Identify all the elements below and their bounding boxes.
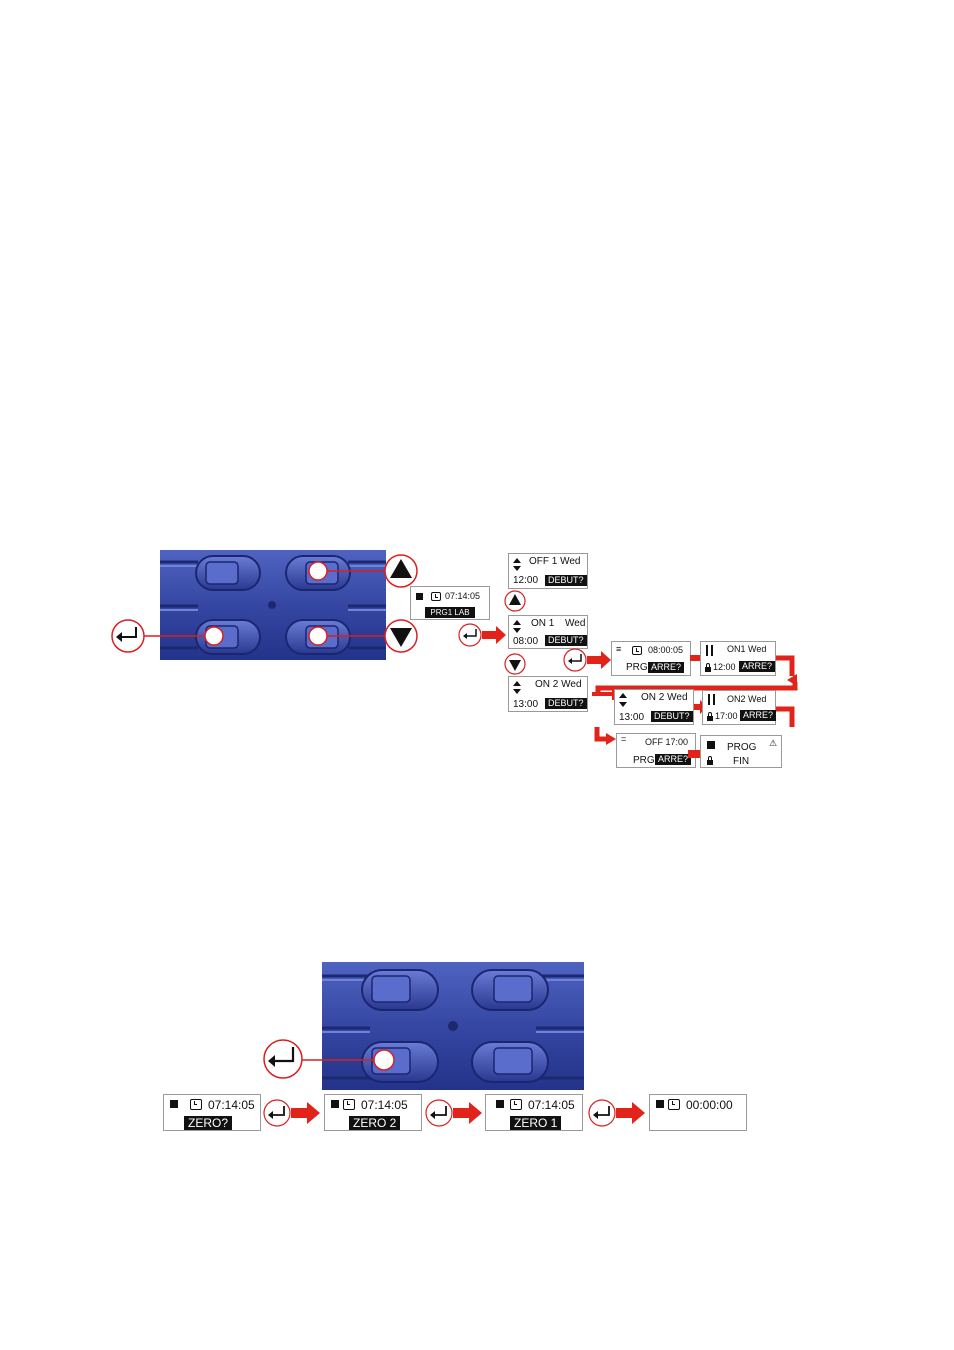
on2-title: ON 2 Wed xyxy=(535,679,582,690)
clock-icon xyxy=(190,1099,202,1110)
enter-arrow-2 xyxy=(563,648,611,672)
on2-time: 13:00 xyxy=(513,699,539,710)
zero-time-1: 07:14:05 xyxy=(208,1098,255,1112)
enter-arrow-zero-2 xyxy=(425,1099,482,1127)
on2-action: DEBUT? xyxy=(545,698,587,709)
on2-debut-time: 13:00 xyxy=(619,712,645,723)
on1-detail-time: 12:00 xyxy=(713,662,736,672)
off-prg-action: ARRE? xyxy=(655,754,692,765)
clock-icon xyxy=(632,646,642,655)
on2-detail-screen: ON2 Wed 17:00 ARRE? xyxy=(702,690,777,725)
off1-screen: OFF 1 Wed 12:00 DEBUT? xyxy=(508,553,588,589)
on2-debut-action: DEBUT? xyxy=(651,711,693,722)
off-prg-title: OFF 17:00 xyxy=(645,737,689,747)
up-button-icon[interactable] xyxy=(504,590,526,612)
lock-icon xyxy=(705,663,711,672)
prg-on-screen: ≡ 08:00:05 PRG ARRE? xyxy=(611,641,691,676)
zero-time-2: 07:14:05 xyxy=(361,1098,408,1112)
clock-icon xyxy=(510,1099,522,1110)
fin-line2: FIN xyxy=(733,756,750,767)
callouts-top xyxy=(144,561,388,646)
fin-screen: PROG ⚠ FIN xyxy=(700,735,782,768)
on2-detail-title: ON2 Wed xyxy=(727,694,767,704)
enter-arrow-zero-1 xyxy=(263,1099,320,1127)
main-time: 07:14:05 xyxy=(445,591,481,601)
down-button-icon[interactable] xyxy=(504,653,526,675)
zero-screen-4: 00:00:00 xyxy=(649,1094,747,1131)
on1-screen: ON 1 Wed 08:00 DEBUT? xyxy=(508,615,588,649)
on2-screen: ON 2 Wed 13:00 DEBUT? xyxy=(508,676,588,712)
down-button-icon[interactable] xyxy=(383,618,419,654)
off-prg-screen: = OFF 17:00 PRG ARRE? xyxy=(616,733,696,768)
on1-action: DEBUT? xyxy=(545,635,587,646)
stop-indicator xyxy=(416,593,423,600)
zero-label-3: ZERO 1 xyxy=(510,1116,562,1130)
on2-detail-action: ARRE? xyxy=(740,710,777,721)
enter-arrow-1 xyxy=(458,623,506,647)
off1-title: OFF 1 Wed xyxy=(529,556,581,567)
main-label: PRG1 LAB xyxy=(425,607,475,618)
on1-time: 08:00 xyxy=(513,636,539,647)
flow-arrow-return xyxy=(594,727,616,745)
flow-arrow-bent xyxy=(776,706,795,727)
up-button-icon[interactable] xyxy=(383,553,419,589)
main-screen: 07:14:05 PRG1 LAB xyxy=(410,586,490,620)
device-panel-bottom xyxy=(322,962,584,1090)
off1-time: 12:00 xyxy=(513,575,539,586)
on1-detail-action: ARRE? xyxy=(739,661,776,672)
zero-time-4: 00:00:00 xyxy=(686,1098,733,1112)
off-prg-label: PRG xyxy=(633,755,655,766)
on1-title: ON 1 xyxy=(531,618,555,629)
prg-on-label: PRG xyxy=(626,662,648,673)
fin-line1: PROG xyxy=(727,742,757,753)
lock-icon xyxy=(707,712,713,721)
bell-icon: ⚠ xyxy=(769,738,778,748)
on1-day: Wed xyxy=(565,618,586,629)
zero-label-1: ZERO? xyxy=(184,1116,233,1130)
zero-time-3: 07:14:05 xyxy=(528,1098,575,1112)
prg-on-time: 08:00:05 xyxy=(648,645,684,655)
zero-screen-2: 07:14:05 ZERO 2 xyxy=(324,1094,422,1131)
prg-on-action: ARRE? xyxy=(648,662,685,673)
flow-arrow-return xyxy=(592,682,798,700)
clock-icon xyxy=(668,1099,680,1110)
callout-enter-bottom xyxy=(263,1039,395,1079)
off1-action: DEBUT? xyxy=(545,575,587,586)
on1-detail-screen: ON1 Wed 12:00 ARRE? xyxy=(700,641,776,676)
on1-detail-title: ON1 Wed xyxy=(727,644,767,654)
on2-debut-title: ON 2 Wed xyxy=(641,692,688,703)
lock-icon xyxy=(707,756,713,765)
zero-label-2: ZERO 2 xyxy=(349,1116,401,1130)
on2-debut-screen: ON 2 Wed 13:00 DEBUT? xyxy=(614,689,694,725)
zero-screen-1: 07:14:05 ZERO? xyxy=(163,1094,261,1131)
zero-screen-3: 07:14:05 ZERO 1 xyxy=(485,1094,583,1131)
clock-icon xyxy=(343,1099,355,1110)
flow-arrow xyxy=(694,700,707,714)
clock-icon xyxy=(431,592,441,601)
enter-key-icon[interactable] xyxy=(110,618,146,654)
on2-detail-time: 17:00 xyxy=(715,711,738,721)
enter-arrow-zero-3 xyxy=(588,1099,645,1127)
